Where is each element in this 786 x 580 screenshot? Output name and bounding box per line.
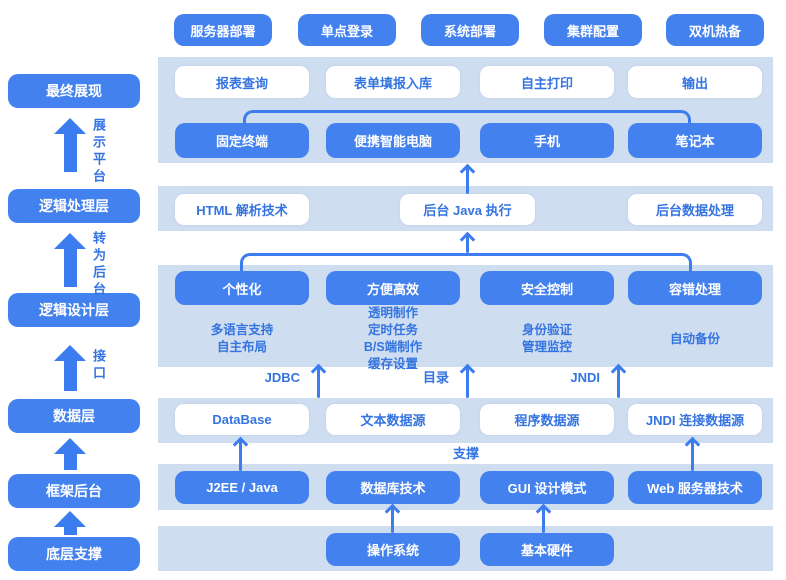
detail-line: 管理监控 <box>521 340 572 354</box>
box-backend-java: 后台 Java 执行 <box>400 194 535 225</box>
sidebar-data-layer: 数据层 <box>8 399 140 433</box>
box-html-parsing: HTML 解析技术 <box>175 194 309 225</box>
details-fault-tolerance: 自动备份 <box>628 331 762 348</box>
box-gui-pattern: GUI 设计模式 <box>480 471 614 504</box>
box-security-control: 安全控制 <box>480 271 614 305</box>
box-personalization: 个性化 <box>175 271 309 305</box>
box-system-deploy: 系统部署 <box>421 14 519 46</box>
box-db-tech: 数据库技术 <box>326 471 460 504</box>
vlabel-interface: 接口 <box>91 349 106 383</box>
box-cluster-config: 集群配置 <box>544 14 642 46</box>
box-convenience: 方便高效 <box>326 271 460 305</box>
label-jndi: JNDI <box>570 370 600 385</box>
up-arrow-j2ee-to-database <box>233 437 247 471</box>
box-mobile-phone: 手机 <box>480 123 614 158</box>
up-arrow-design-to-java <box>460 232 474 253</box>
box-output: 输出 <box>628 66 762 98</box>
detail-line: 定时任务 <box>367 323 418 337</box>
detail-line: 身份验证 <box>521 323 572 337</box>
sidebar-arrow-interface <box>54 345 86 391</box>
sidebar-arrow-base <box>54 511 86 535</box>
details-security: 身份验证 管理监控 <box>480 322 614 356</box>
box-program-datasource: 程序数据源 <box>480 404 614 435</box>
detail-line: 透明制作 <box>367 306 418 320</box>
sidebar-arrow-data <box>54 438 86 470</box>
sidebar-base-support: 底层支撑 <box>8 537 140 571</box>
box-form-input: 表单填报入库 <box>326 66 460 98</box>
details-convenience: 透明制作 定时任务 B/S端制作 缓存设置 <box>326 305 460 373</box>
sidebar-logic-processing: 逻辑处理层 <box>8 189 140 223</box>
up-arrow-hardware-to-gui <box>536 504 550 533</box>
sidebar-arrow-to-backend <box>54 233 86 287</box>
up-arrow-directory <box>460 364 474 398</box>
up-arrow-java-to-terminals <box>460 164 474 194</box>
box-fixed-terminal: 固定终端 <box>175 123 309 158</box>
label-jdbc: JDBC <box>264 370 300 385</box>
detail-line: 缓存设置 <box>367 357 418 371</box>
box-server-deploy: 服务器部署 <box>174 14 272 46</box>
box-os: 操作系统 <box>326 533 460 566</box>
up-arrow-jdbc <box>311 364 325 398</box>
details-personalization: 多语言支持 自主布局 <box>175 322 309 356</box>
box-report-query: 报表查询 <box>175 66 309 98</box>
detail-line: 自动备份 <box>669 332 720 346</box>
box-backend-data: 后台数据处理 <box>628 194 762 225</box>
up-arrow-webserver-to-jndi <box>685 437 699 471</box>
box-single-signon: 单点登录 <box>298 14 396 46</box>
box-j2ee-java: J2EE / Java <box>175 471 309 504</box>
box-dual-hot-standby: 双机热备 <box>666 14 764 46</box>
box-text-datasource: 文本数据源 <box>326 404 460 435</box>
box-fault-tolerance: 容错处理 <box>628 271 762 305</box>
sidebar-logic-design: 逻辑设计层 <box>8 293 140 327</box>
detail-line: 自主布局 <box>216 340 267 354</box>
vlabel-display-platform: 展示平台 <box>91 118 106 186</box>
band-base <box>158 526 773 571</box>
box-jndi-datasource: JNDI 连接数据源 <box>628 404 762 435</box>
detail-line: B/S端制作 <box>363 340 423 354</box>
label-support: 支撑 <box>452 446 479 461</box>
bracket-terminals <box>243 110 691 128</box>
up-arrow-os-to-dbtech <box>385 504 399 533</box>
detail-line: 多语言支持 <box>210 323 274 337</box>
box-web-server: Web 服务器技术 <box>628 471 762 504</box>
box-laptop: 笔记本 <box>628 123 762 158</box>
vlabel-to-backend: 转为后台 <box>91 231 106 299</box>
sidebar-final-presentation: 最终展现 <box>8 74 140 108</box>
bracket-design <box>240 253 692 275</box>
box-self-print: 自主打印 <box>480 66 614 98</box>
label-directory: 目录 <box>422 370 449 385</box>
sidebar-framework-backend: 框架后台 <box>8 474 140 508</box>
sidebar-arrow-display-platform <box>54 118 86 172</box>
box-hardware: 基本硬件 <box>480 533 614 566</box>
up-arrow-jndi <box>611 364 625 398</box>
box-portable-pc: 便携智能电脑 <box>326 123 460 158</box>
box-database: DataBase <box>175 404 309 435</box>
